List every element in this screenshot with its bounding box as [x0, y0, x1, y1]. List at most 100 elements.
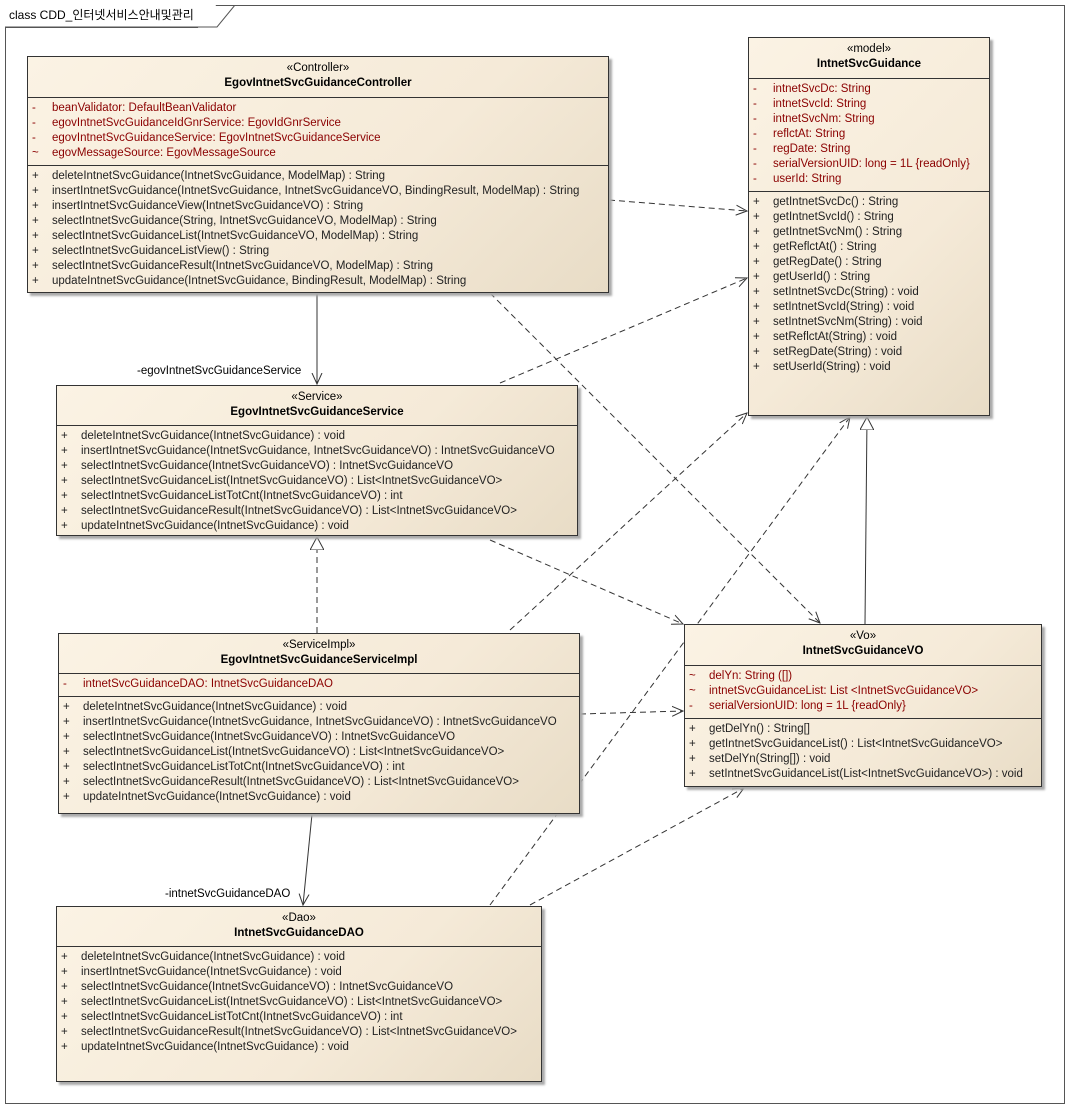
- class-service[interactable]: «Service»EgovIntnetSvcGuidanceService+de…: [56, 385, 578, 536]
- attribute-text: intnetSvcGuidanceDAO: IntnetSvcGuidanceD…: [83, 678, 333, 690]
- operation-row: +selectIntnetSvcGuidance(IntnetSvcGuidan…: [59, 730, 579, 745]
- visibility-marker: -: [753, 143, 757, 155]
- attribute-text: egovIntnetSvcGuidanceService: EgovIntnet…: [52, 132, 381, 144]
- dependency-dao-model: [489, 417, 850, 906]
- attribute-text: intnetSvcDc: String: [773, 83, 871, 95]
- attribute-row: ~delYn: String ([]): [685, 669, 1041, 684]
- operation-text: selectIntnetSvcGuidanceResult(IntnetSvcG…: [52, 260, 433, 272]
- operation-text: selectIntnetSvcGuidanceListTotCnt(Intnet…: [83, 761, 405, 773]
- visibility-marker: ~: [689, 685, 696, 697]
- visibility-marker: +: [61, 981, 68, 993]
- operation-row: +getRegDate() : String: [749, 255, 989, 270]
- operation-text: insertIntnetSvcGuidance(IntnetSvcGuidanc…: [81, 445, 555, 457]
- visibility-marker: -: [32, 132, 36, 144]
- class-vo[interactable]: «Vo»IntnetSvcGuidanceVO~delYn: String ([…: [684, 624, 1042, 787]
- visibility-marker: +: [63, 761, 70, 773]
- attribute-text: regDate: String: [773, 143, 851, 155]
- dependency-serviceimpl-vo: [579, 711, 683, 714]
- dependency-service-vo: [489, 539, 683, 624]
- attribute-row: -intnetSvcNm: String: [749, 112, 989, 127]
- operation-text: selectIntnetSvcGuidanceList(IntnetSvcGui…: [52, 230, 419, 242]
- attribute-row: -userId: String: [749, 172, 989, 187]
- visibility-marker: +: [63, 746, 70, 758]
- attribute-text: egovIntnetSvcGuidanceIdGnrService: EgovI…: [52, 117, 341, 129]
- attribute-text: serialVersionUID: long = 1L {readOnly}: [773, 158, 970, 170]
- operation-row: +getIntnetSvcNm() : String: [749, 225, 989, 240]
- visibility-marker: -: [32, 117, 36, 129]
- visibility-marker: +: [61, 490, 68, 502]
- operation-text: getRegDate() : String: [773, 256, 882, 268]
- class-serviceimpl[interactable]: «ServiceImpl»EgovIntnetSvcGuidanceServic…: [58, 633, 580, 814]
- visibility-marker: +: [753, 316, 760, 328]
- attribute-row: - egovIntnetSvcGuidanceIdGnrService: Egov…: [28, 116, 608, 131]
- class-header: «Dao»IntnetSvcGuidanceDAO: [57, 907, 541, 947]
- class-controller[interactable]: «Controller»EgovIntnetSvcGuidanceControl…: [27, 56, 609, 293]
- operation-row: +getDelYn() : String[]: [685, 722, 1041, 737]
- diagram-title-tab-border: [5, 5, 236, 28]
- operation-row: +insertIntnetSvcGuidance(IntnetSvcGuidan…: [57, 965, 541, 980]
- operation-row: +setUserId(String) : void: [749, 360, 989, 375]
- visibility-marker: +: [63, 716, 70, 728]
- operation-row: +selectIntnetSvcGuidanceList(IntnetSvcGu…: [28, 229, 608, 244]
- operations-compartment: +deleteIntnetSvcGuidance(IntnetSvcGuidan…: [57, 426, 577, 538]
- operation-text: deleteIntnetSvcGuidance(IntnetSvcGuidanc…: [52, 170, 386, 182]
- visibility-marker: +: [753, 301, 760, 313]
- operation-row: +getUserId() : String: [749, 270, 989, 285]
- operation-row: +updateIntnetSvcGuidance(IntnetSvcGuidan…: [28, 274, 608, 289]
- operations-compartment: +deleteIntnetSvcGuidance(IntnetSvcGuidan…: [57, 947, 541, 1059]
- operation-row: +updateIntnetSvcGuidance(IntnetSvcGuidan…: [57, 519, 577, 534]
- attribute-row: - egovIntnetSvcGuidanceService: EgovIntne…: [28, 131, 608, 146]
- operations-compartment: +deleteIntnetSvcGuidance(IntnetSvcGuidan…: [59, 697, 579, 809]
- class-name: IntnetSvcGuidance: [816, 58, 922, 70]
- diagram-frame: [5, 5, 1065, 1104]
- operations-compartment: +getIntnetSvcDc() : String+getIntnetSvcI…: [749, 192, 989, 379]
- visibility-marker: -: [689, 700, 693, 712]
- operation-text: getIntnetSvcGuidanceList() : List<Intnet…: [709, 738, 1003, 750]
- visibility-marker: +: [61, 1011, 68, 1023]
- visibility-marker: -: [63, 678, 67, 690]
- visibility-marker: +: [689, 768, 696, 780]
- visibility-marker: +: [753, 241, 760, 253]
- visibility-marker: +: [753, 286, 760, 298]
- operation-row: +deleteIntnetSvcGuidance(IntnetSvcGuidan…: [57, 429, 577, 444]
- operation-row: +insertIntnetSvcGuidance(IntnetSvcGuidan…: [57, 444, 577, 459]
- visibility-marker: +: [689, 723, 696, 735]
- operation-text: updateIntnetSvcGuidance(IntnetSvcGuidanc…: [52, 275, 467, 287]
- class-stereotype: «Controller»: [286, 62, 350, 74]
- operation-text: updateIntnetSvcGuidance(IntnetSvcGuidanc…: [81, 520, 349, 532]
- class-stereotype: «model»: [846, 43, 892, 55]
- class-model[interactable]: «model»IntnetSvcGuidance-intnetSvcDc: St…: [748, 37, 990, 416]
- operation-row: +selectIntnetSvcGuidanceList(IntnetSvcGu…: [57, 474, 577, 489]
- operation-text: setDelYn(String[]) : void: [709, 753, 831, 765]
- class-header: «model» IntnetSvcGuidance: [749, 38, 989, 79]
- operation-text: insertIntnetSvcGuidance(IntnetSvcGuidanc…: [52, 185, 580, 197]
- visibility-marker: +: [63, 701, 70, 713]
- attribute-row: -intnetSvcId: String: [749, 97, 989, 112]
- visibility-marker: +: [61, 460, 68, 472]
- operation-text: selectIntnetSvcGuidanceList(IntnetSvcGui…: [83, 746, 505, 758]
- operation-row: +updateIntnetSvcGuidance(IntnetSvcGuidan…: [59, 790, 579, 805]
- visibility-marker: -: [32, 102, 36, 114]
- operation-text: selectIntnetSvcGuidance(String, IntnetSv…: [52, 215, 437, 227]
- operation-text: getUserId() : String: [773, 271, 871, 283]
- operation-row: +setIntnetSvcId(String) : void: [749, 300, 989, 315]
- class-header: «Controller»EgovIntnetSvcGuidanceControl…: [28, 57, 608, 98]
- operation-text: selectIntnetSvcGuidanceListTotCnt(Intnet…: [81, 490, 403, 502]
- visibility-marker: +: [753, 211, 760, 223]
- operation-text: insertIntnetSvcGuidance(IntnetSvcGuidanc…: [83, 716, 557, 728]
- class-dao[interactable]: «Dao»IntnetSvcGuidanceDAO+deleteIntnetSv…: [56, 906, 542, 1082]
- operation-row: +insertIntnetSvcGuidance(IntnetSvcGuidan…: [28, 184, 608, 199]
- operation-text: selectIntnetSvcGuidance(IntnetSvcGuidanc…: [81, 460, 454, 472]
- attribute-row: -intnetSvcDc: String: [749, 82, 989, 97]
- visibility-marker: +: [61, 951, 68, 963]
- operation-text: selectIntnetSvcGuidance(IntnetSvcGuidanc…: [83, 731, 456, 743]
- operation-text: selectIntnetSvcGuidanceResult(IntnetSvcG…: [81, 505, 517, 517]
- visibility-marker: -: [753, 158, 757, 170]
- visibility-marker: -: [753, 173, 757, 185]
- attribute-row: - intnetSvcGuidanceDAO: IntnetSvcGuidance…: [59, 677, 579, 692]
- attribute-text: intnetSvcGuidanceList: List <IntnetSvcGu…: [709, 685, 979, 697]
- operation-row: +setDelYn(String[]) : void: [685, 752, 1041, 767]
- class-stereotype: «Vo»: [849, 630, 877, 642]
- visibility-marker: +: [32, 245, 39, 257]
- dependency-controller-vo: [489, 292, 820, 623]
